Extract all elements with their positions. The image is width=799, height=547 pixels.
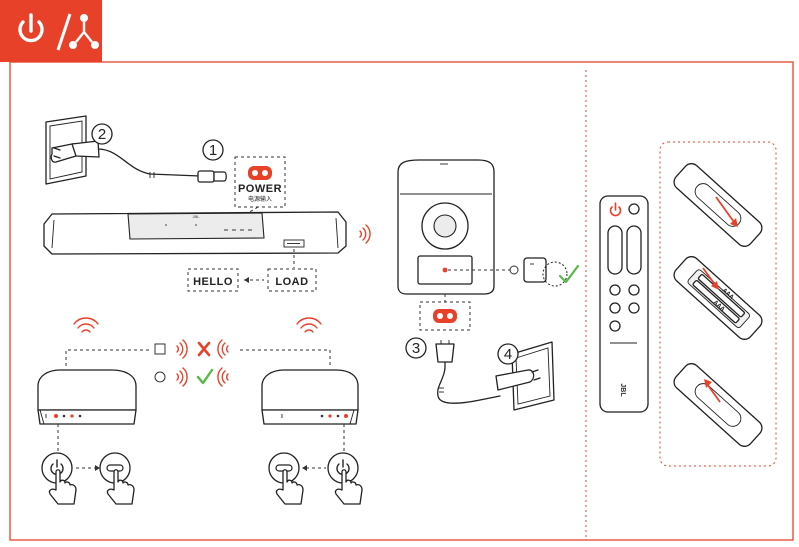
display-state-hello: HELLO — [187, 268, 239, 292]
display-arrow — [244, 277, 264, 283]
close-cover-arrow — [704, 379, 721, 403]
red-cross-icon — [197, 341, 211, 357]
right-satellite-speaker — [261, 369, 359, 425]
step-3-number: 3 — [412, 340, 420, 357]
paired-check-icon — [558, 264, 580, 284]
step-1-number: 1 — [209, 142, 217, 159]
soundbar-logo: JBL — [193, 214, 201, 219]
step-2-badge: 2 — [91, 123, 113, 145]
green-check-icon — [196, 368, 214, 385]
load-label: LOAD — [275, 276, 308, 288]
open-cover-arrow — [715, 196, 738, 227]
header-banner — [0, 0, 102, 62]
wall-socket-bottom — [495, 341, 555, 411]
battery-instructions-panel — [659, 141, 777, 467]
power-icon — [18, 13, 44, 43]
step-1-badge: 1 — [202, 139, 224, 161]
right-sequence-arrow — [302, 465, 326, 471]
power-port-sublabel: 电源输入 — [248, 195, 272, 203]
soundbar: JBL — [43, 211, 347, 255]
right-speaker-signal — [296, 317, 322, 333]
left-power-button — [41, 452, 77, 505]
power-port-callout: POWER 电源输入 — [234, 156, 286, 215]
power-cord-plug — [149, 170, 227, 183]
step-4-badge: 4 — [497, 343, 519, 365]
step-3-badge: 3 — [405, 337, 427, 359]
subwoofer — [397, 159, 495, 295]
hello-label: HELLO — [193, 276, 233, 288]
battery-step-open-cover — [673, 163, 763, 247]
power-port-label: POWER — [238, 183, 282, 195]
connect-indicator — [509, 265, 519, 275]
subwoofer-paired-indicator — [523, 257, 580, 287]
left-sequence-arrow — [76, 465, 100, 471]
soundbar-buttons — [165, 224, 252, 231]
content-frame — [9, 61, 794, 541]
step-2-number: 2 — [98, 126, 106, 143]
subwoofer-power-port-callout — [419, 301, 471, 331]
soundbar-wireless-signal — [359, 224, 371, 244]
pairing-led-blinking — [154, 343, 166, 355]
remote-control: JBL — [599, 195, 649, 413]
subwoofer-power-plug — [435, 340, 501, 404]
left-pair-button — [99, 452, 135, 505]
right-power-button — [327, 452, 363, 505]
pairing-success-row — [154, 367, 229, 387]
battery-step-close-cover — [673, 363, 763, 447]
insert-battery-arrow — [702, 267, 719, 290]
battery-step-insert — [673, 256, 763, 340]
right-pair-line — [240, 349, 331, 366]
display-state-load: LOAD — [267, 268, 317, 292]
wall-socket-top — [45, 115, 201, 185]
step-4-number: 4 — [504, 346, 512, 363]
remote-logo: JBL — [619, 383, 626, 397]
remote-power-icon — [609, 202, 622, 217]
pairing-fail-row — [154, 339, 229, 359]
network-icon — [69, 14, 99, 49]
left-pair-line — [65, 349, 150, 366]
left-speaker-signal — [73, 317, 99, 333]
right-pair-button — [268, 452, 304, 505]
left-satellite-speaker — [37, 369, 137, 425]
pairing-led-solid — [154, 371, 166, 383]
